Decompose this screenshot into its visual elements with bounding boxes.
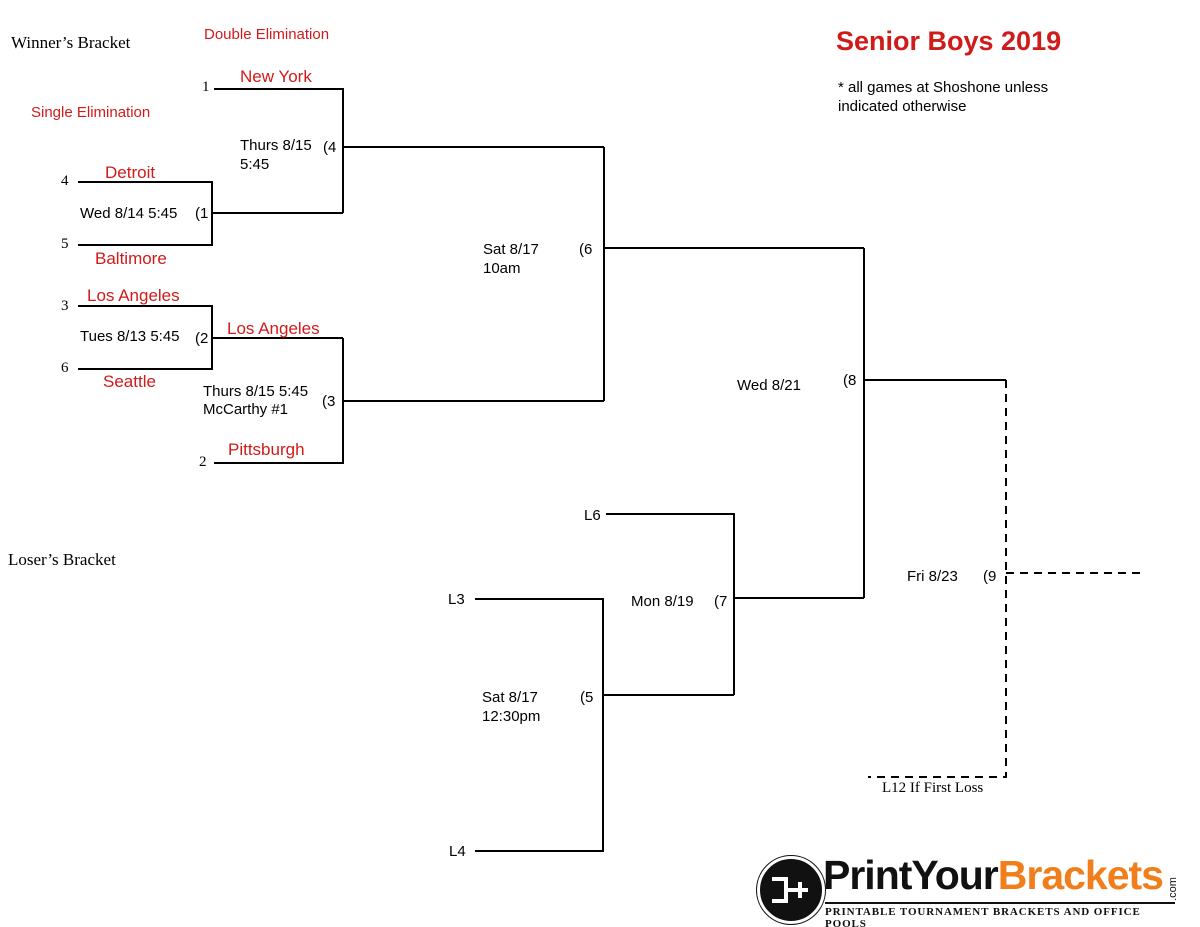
game3-bracket: [214, 338, 604, 464]
logo-word-part1: PrintYour: [823, 852, 999, 898]
slot-l6: L6: [584, 507, 601, 524]
game5-time: 12:30pm: [482, 708, 541, 725]
game7-number: (7: [714, 593, 728, 610]
game6-number: (6: [579, 241, 593, 258]
game7-bracket: [606, 513, 864, 695]
seed-6: 6: [61, 360, 69, 376]
seed-5: 5: [61, 236, 69, 252]
game2-bracket: [78, 305, 343, 370]
logo-domain: .com: [1166, 877, 1179, 901]
game1-bracket: [78, 181, 343, 246]
game6-time: 10am: [483, 260, 521, 277]
losers-bracket-heading: Loser’s Bracket: [8, 550, 116, 569]
game5-date: Sat 8/17: [482, 689, 538, 706]
team-los-angeles-r1: Los Angeles: [87, 286, 180, 305]
game3-date: Thurs 8/15 5:45: [203, 383, 309, 400]
seed-4: 4: [61, 173, 69, 189]
team-los-angeles-r2: Los Angeles: [227, 319, 320, 338]
game5-bracket: [475, 598, 734, 852]
seed-2: 2: [199, 454, 207, 470]
game4-number: (4: [323, 139, 337, 156]
game5-number: (5: [580, 689, 594, 706]
slot-l4: L4: [449, 843, 466, 860]
game8-number: (8: [843, 372, 857, 389]
team-detroit: Detroit: [105, 163, 156, 182]
game2-number: (2: [195, 330, 209, 347]
team-seattle: Seattle: [103, 372, 156, 391]
game8-label: Wed 8/21: [737, 377, 801, 394]
single-elimination-label: Single Elimination: [31, 104, 151, 121]
game6-bracket: [603, 147, 864, 401]
game9-number: (9: [983, 568, 997, 585]
game7-label: Mon 8/19: [631, 593, 694, 610]
slot-l3: L3: [448, 591, 465, 608]
logo-word-part2: Brackets: [997, 852, 1164, 898]
slot-l12: L12 If First Loss: [882, 780, 984, 796]
game4-time: 5:45: [240, 156, 270, 173]
venue-note: * all games at Shoshone unless indicated…: [838, 79, 1049, 115]
seed-3: 3: [61, 298, 69, 314]
bracket-logo-icon: [757, 856, 825, 924]
printyourbrackets-logo[interactable]: PrintYourBrackets .com PRINTABLE TOURNAM…: [757, 852, 1182, 927]
double-elimination-label: Double Elimination: [204, 26, 330, 43]
team-new-york: New York: [240, 67, 312, 86]
game4-bracket: [214, 88, 604, 213]
game1-label: Wed 8/14 5:45: [80, 205, 178, 222]
logo-wordmark: PrintYourBrackets: [823, 852, 1164, 898]
game9-label: Fri 8/23: [907, 568, 958, 585]
game3-venue: McCarthy #1: [203, 401, 289, 418]
game6-date: Sat 8/17: [483, 241, 539, 258]
team-baltimore: Baltimore: [95, 249, 167, 268]
team-pittsburgh: Pittsburgh: [228, 440, 305, 459]
game3-number: (3: [322, 393, 336, 410]
logo-tagline: PRINTABLE TOURNAMENT BRACKETS AND OFFICE…: [825, 902, 1175, 927]
game4-date: Thurs 8/15: [240, 137, 312, 154]
winners-bracket-heading: Winner’s Bracket: [11, 33, 131, 52]
game8-bracket: [863, 248, 1006, 598]
game9-bracket-dashed: [868, 380, 1142, 778]
game1-number: (1: [195, 205, 209, 222]
page-title: Senior Boys 2019: [836, 26, 1062, 56]
seed-1: 1: [202, 79, 210, 95]
game2-label: Tues 8/13 5:45: [80, 328, 180, 345]
